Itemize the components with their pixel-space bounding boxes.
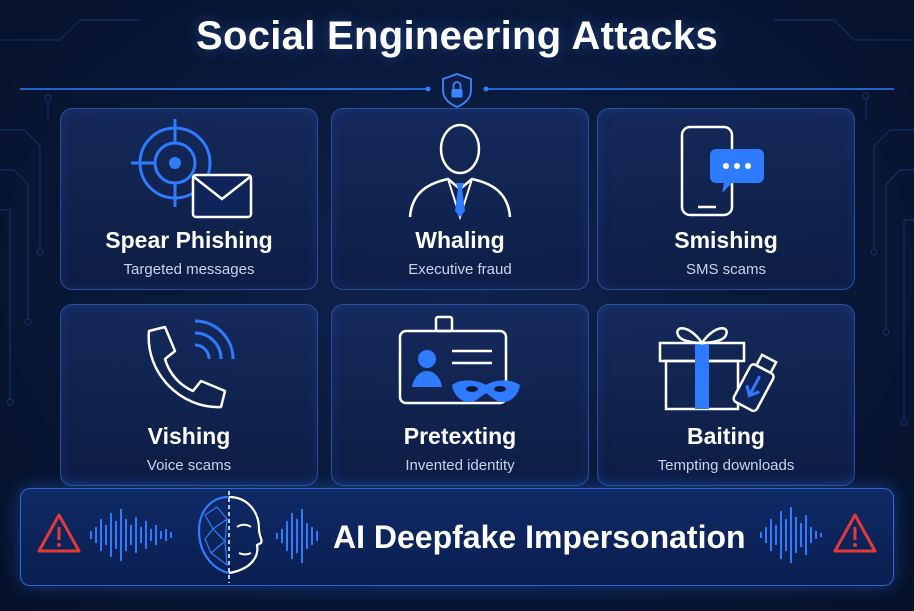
card-subtitle: Invented identity	[405, 457, 515, 474]
card-pretexting[interactable]: Pretexting Invented identity	[331, 304, 589, 486]
phone-call-icon	[147, 319, 235, 409]
page-title: Social Engineering Attacks	[195, 14, 719, 58]
deepfake-banner[interactable]: AI Deepfake Impersonation	[20, 488, 894, 586]
card-title: Spear Phishing	[105, 227, 273, 253]
card-whaling[interactable]: Whaling Executive fraud	[331, 108, 589, 290]
card-baiting[interactable]: Baiting Tempting downloads	[597, 304, 855, 486]
card-title: Pretexting	[403, 423, 517, 449]
banner-label: AI Deepfake Impersonation	[333, 519, 746, 555]
card-subtitle: Executive fraud	[408, 261, 512, 278]
card-title: Smishing	[674, 227, 778, 253]
card-smishing[interactable]: Smishing SMS scams	[597, 108, 855, 290]
soundwave-mid	[276, 509, 318, 563]
card-subtitle: Targeted messages	[123, 261, 255, 278]
card-subtitle: Tempting downloads	[657, 457, 795, 474]
warning-left-icon	[37, 513, 81, 553]
card-subtitle: Voice scams	[146, 457, 232, 474]
warning-right-icon	[833, 513, 877, 553]
banner-graphics	[37, 491, 877, 583]
soundwave-left	[90, 509, 172, 561]
card-spear-phishing[interactable]: Spear Phishing Targeted messages	[60, 108, 318, 290]
shield-lock-icon	[442, 73, 472, 108]
card-title: Vishing	[147, 423, 231, 449]
card-title: Whaling	[415, 227, 505, 253]
title-divider	[20, 73, 894, 108]
card-subtitle: SMS scams	[685, 261, 766, 278]
target-envelope-icon	[131, 119, 253, 219]
id-badge-mask-icon	[398, 315, 520, 405]
card-title: Baiting	[687, 423, 765, 449]
deepfake-face-icon	[197, 491, 263, 583]
soundwave-right	[760, 507, 822, 563]
gift-usb-icon	[658, 327, 778, 413]
card-vishing[interactable]: Vishing Voice scams	[60, 304, 318, 486]
phone-chat-icon	[680, 125, 764, 217]
executive-icon	[408, 123, 512, 221]
